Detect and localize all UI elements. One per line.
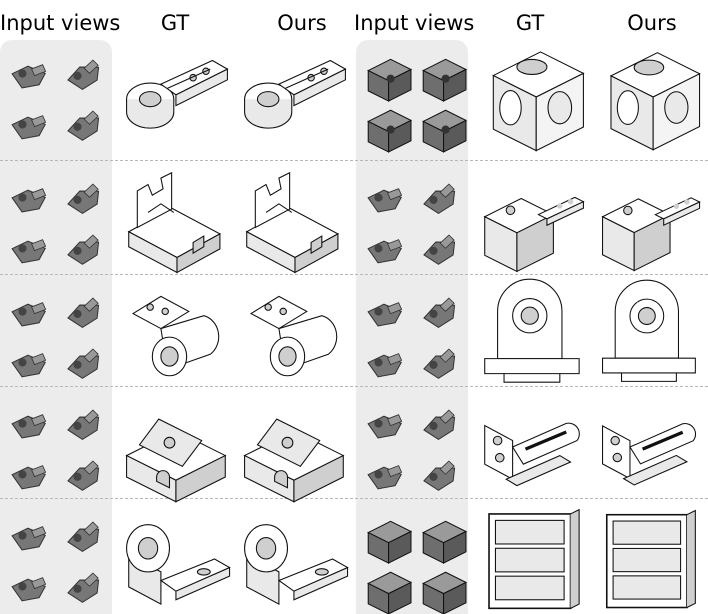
ours-right-row-2-render bbox=[601, 197, 701, 272]
gt-left-row-5-render bbox=[126, 524, 231, 605]
input-views-left-row-4-render bbox=[11, 409, 100, 491]
input-views-left-row-3-render bbox=[11, 297, 100, 379]
row-separator bbox=[0, 274, 708, 275]
ours-left-row-4 bbox=[236, 392, 354, 503]
gt-left-row-4-render bbox=[125, 418, 227, 503]
ours-right-row-1-render bbox=[609, 52, 701, 151]
gt-right-row-3 bbox=[474, 278, 592, 390]
input-views-left-row-1-render bbox=[11, 59, 100, 141]
gt-right-row-5-render bbox=[488, 508, 580, 610]
gt-left-row-2 bbox=[118, 166, 236, 276]
input-views-right-row-3-render bbox=[367, 297, 456, 379]
gt-right-row-2-render bbox=[483, 196, 585, 273]
gt-left-row-3-render bbox=[131, 295, 220, 377]
header-ours-left: Ours bbox=[277, 11, 327, 35]
input-views-right-row-4-render bbox=[367, 409, 456, 491]
input-views-right-row-1-render bbox=[367, 58, 468, 153]
input-views-right-row-4 bbox=[356, 392, 468, 502]
ours-left-row-1 bbox=[236, 42, 354, 152]
input-views-left-row-1 bbox=[0, 42, 112, 152]
input-views-right-row-3 bbox=[356, 280, 468, 390]
gt-left-row-5 bbox=[118, 504, 236, 614]
ours-left-row-5 bbox=[236, 504, 354, 614]
gt-right-row-4-render bbox=[484, 422, 580, 487]
input-views-right-row-1 bbox=[356, 42, 468, 153]
header-gt-right: GT bbox=[515, 11, 545, 35]
ours-left-row-1-render bbox=[244, 59, 347, 129]
row-separator bbox=[0, 498, 708, 499]
input-views-left-row-2 bbox=[0, 166, 112, 276]
input-views-left-row-2-render bbox=[11, 183, 100, 265]
ours-right-row-3 bbox=[592, 279, 708, 390]
gt-right-row-2 bbox=[474, 166, 592, 276]
input-views-right-row-2 bbox=[356, 166, 468, 276]
ours-left-row-5-render bbox=[244, 524, 349, 605]
input-panel-left bbox=[0, 40, 112, 614]
ours-right-row-4 bbox=[592, 392, 708, 502]
ours-right-row-3-render bbox=[602, 279, 696, 382]
input-views-left-row-5 bbox=[0, 504, 112, 614]
gt-left-row-4 bbox=[118, 392, 236, 503]
input-views-right-row-5-render bbox=[367, 520, 468, 614]
gt-left-row-1-render bbox=[126, 59, 229, 129]
input-views-left-row-3 bbox=[0, 280, 112, 390]
header-gt-left: GT bbox=[160, 11, 190, 35]
gt-left-row-2-render bbox=[127, 171, 222, 274]
ours-left-row-3 bbox=[236, 280, 354, 390]
row-separator bbox=[0, 386, 708, 387]
gt-right-row-3-render bbox=[484, 278, 580, 383]
ours-right-row-1 bbox=[592, 42, 708, 152]
input-views-right-row-2-render bbox=[367, 183, 456, 265]
ours-right-row-4-render bbox=[602, 423, 697, 486]
ours-left-row-2-render bbox=[245, 171, 340, 274]
gt-left-row-3 bbox=[118, 280, 236, 390]
ours-left-row-3-render bbox=[249, 295, 338, 377]
input-views-right-row-5 bbox=[356, 504, 468, 614]
ours-right-row-2 bbox=[592, 166, 708, 276]
gt-left-row-1 bbox=[118, 42, 236, 152]
input-views-left-row-5-render bbox=[11, 521, 100, 603]
gt-right-row-4 bbox=[474, 392, 592, 502]
ours-right-row-5 bbox=[592, 504, 708, 614]
header-input-views-right: Input views bbox=[354, 11, 475, 35]
gt-right-row-1 bbox=[474, 42, 592, 152]
header-ours-right: Ours bbox=[627, 11, 677, 35]
gt-right-row-5 bbox=[474, 504, 592, 614]
gt-right-row-1-render bbox=[492, 51, 585, 152]
ours-left-row-4-render bbox=[243, 418, 345, 503]
ours-right-row-5-render bbox=[605, 509, 696, 609]
row-separator bbox=[0, 160, 708, 161]
header-input-views-left: Input views bbox=[0, 11, 121, 35]
input-views-left-row-4 bbox=[0, 392, 112, 502]
ours-left-row-2 bbox=[236, 166, 354, 276]
